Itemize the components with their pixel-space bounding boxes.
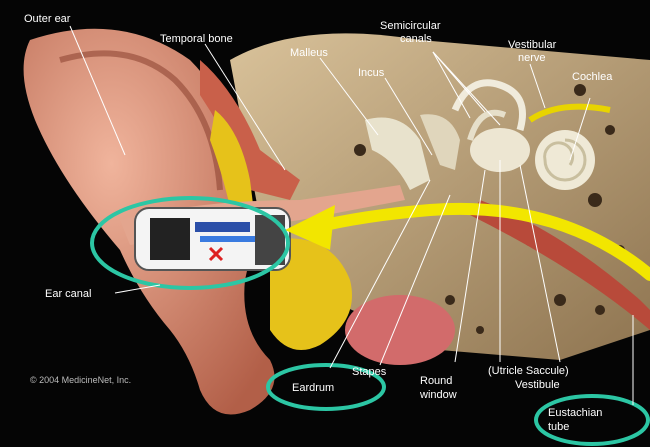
- label-vestibule: Vestibule: [515, 379, 560, 391]
- label-vestibular-2: nerve: [518, 52, 546, 64]
- label-ear-canal: Ear canal: [45, 288, 91, 300]
- label-semicircular-1: Semicircular: [380, 20, 441, 32]
- label-eustachian-2: tube: [548, 421, 569, 433]
- label-outer-ear: Outer ear: [24, 13, 71, 25]
- label-temporal-bone: Temporal bone: [160, 33, 233, 45]
- label-vestibular-1: Vestibular: [508, 39, 557, 51]
- label-incus: Incus: [358, 67, 385, 79]
- label-malleus: Malleus: [290, 47, 328, 59]
- label-semicircular-2: canals: [400, 33, 432, 45]
- copyright-notice: © 2004 MedicineNet, Inc.: [30, 375, 131, 385]
- label-eustachian-1: Eustachian: [548, 407, 602, 419]
- label-utricle-saccule: (Utricle Saccule): [488, 365, 569, 377]
- pink-tissue: [345, 295, 455, 365]
- label-cochlea: Cochlea: [572, 71, 613, 83]
- label-stapes: Stapes: [352, 366, 387, 378]
- label-eardrum: Eardrum: [292, 382, 334, 394]
- label-round-window-1: Round: [420, 375, 452, 387]
- label-round-window-2: window: [419, 389, 457, 401]
